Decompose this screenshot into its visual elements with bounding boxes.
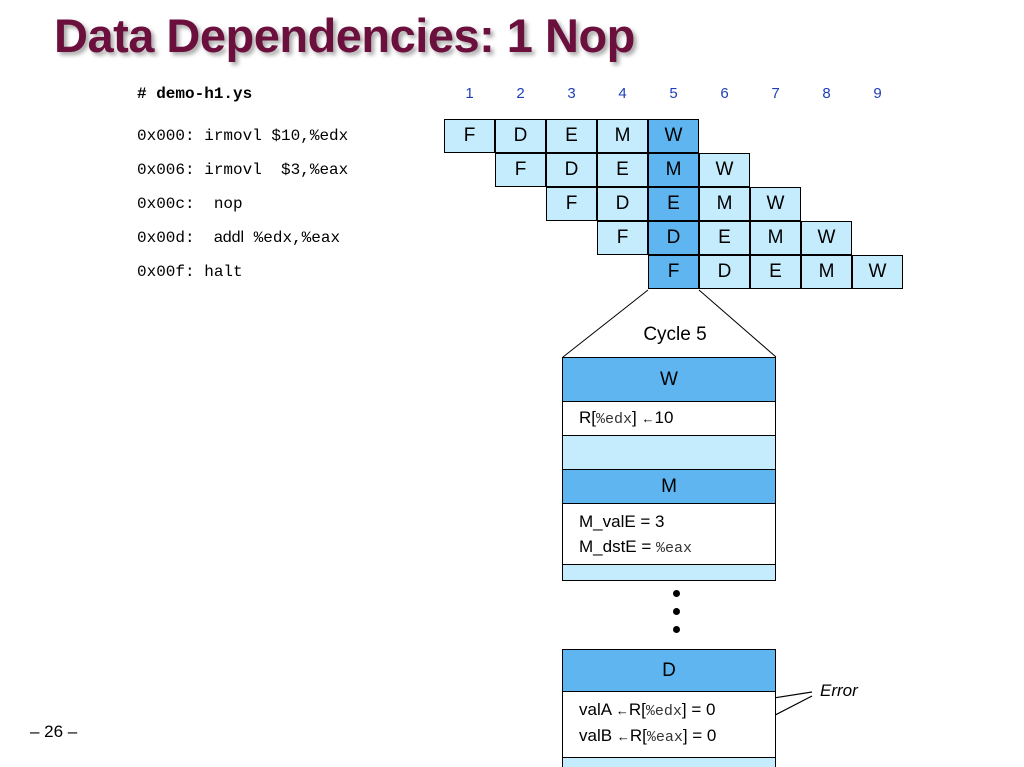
pipeline-cell-d: D <box>648 221 699 255</box>
d-stage-header: D <box>562 649 776 692</box>
pipeline-cell-e: E <box>699 221 750 255</box>
pipeline-cell-m: M <box>801 255 852 289</box>
pipeline-cell-w: W <box>852 255 903 289</box>
w-stage-header: W <box>562 357 776 402</box>
cycle-number-3: 3 <box>567 85 576 102</box>
pipeline-cell-d: D <box>495 119 546 153</box>
instruction-row: 0x00f: halt <box>137 263 243 281</box>
instruction-row: 0x00d: addl %edx,%eax <box>137 229 341 247</box>
instruction-row: 0x006: irmovl $3,%eax <box>137 161 349 179</box>
cycle-number-7: 7 <box>771 85 780 102</box>
m-vale-line: M_valE = 3 <box>579 512 665 531</box>
zoom-line-left <box>562 289 649 358</box>
m-stage-contents: M_valE = 3 M_dstE = %eax <box>562 503 776 565</box>
ellipsis-dot <box>673 608 680 615</box>
pipeline-cell-e: E <box>546 119 597 153</box>
pipeline-cell-f: F <box>546 187 597 221</box>
cycle-number-4: 4 <box>618 85 627 102</box>
ellipsis-dot <box>673 590 680 597</box>
pipeline-cell-f: F <box>444 119 495 153</box>
pipeline-cell-w: W <box>750 187 801 221</box>
pipeline-cell-m: M <box>699 187 750 221</box>
instruction-row: 0x00c: nop <box>137 195 243 213</box>
pipeline-cell-e: E <box>750 255 801 289</box>
m-stage-header: M <box>562 469 776 504</box>
zoom-line-right <box>698 289 777 358</box>
file-label: # demo-h1.ys <box>137 85 253 103</box>
pipeline-cell-w: W <box>648 119 699 153</box>
d-vala-line: valA ←R[%edx] = 0 <box>579 700 716 720</box>
d-valb-line: valB ←R[%eax] = 0 <box>579 726 717 746</box>
pipeline-cell-m: M <box>597 119 648 153</box>
pipeline-cell-d: D <box>699 255 750 289</box>
pipeline-cell-m: M <box>750 221 801 255</box>
cycle-number-6: 6 <box>720 85 729 102</box>
w-stage-spacer <box>562 435 776 470</box>
instruction-row: 0x000: irmovl $10,%edx <box>137 127 349 145</box>
cycle-number-2: 2 <box>516 85 525 102</box>
pipeline-cell-f: F <box>648 255 699 289</box>
pipeline-cell-d: D <box>546 153 597 187</box>
cycle-label: Cycle 5 <box>643 324 707 345</box>
w-stage-contents: R[%edx] ←10 <box>562 401 776 436</box>
cycle-number-1: 1 <box>465 85 474 102</box>
m-stage-footer <box>562 564 776 581</box>
pipeline-cell-f: F <box>597 221 648 255</box>
ellipsis-dot <box>673 626 680 633</box>
d-stage-footer <box>562 757 776 767</box>
m-dste-line: M_dstE = %eax <box>579 537 693 557</box>
cycle-number-8: 8 <box>822 85 831 102</box>
pipeline-cell-e: E <box>648 187 699 221</box>
pipeline-cell-m: M <box>648 153 699 187</box>
slide-title: Data Dependencies: 1 Nop <box>54 9 635 62</box>
error-label: Error <box>820 681 858 700</box>
pipeline-cell-f: F <box>495 153 546 187</box>
pipeline-cell-d: D <box>597 187 648 221</box>
pipeline-cell-w: W <box>801 221 852 255</box>
pipeline-cell-e: E <box>597 153 648 187</box>
w-register-write: R[%edx] ←10 <box>579 408 674 428</box>
cycle-number-9: 9 <box>873 85 882 102</box>
pipeline-cell-w: W <box>699 153 750 187</box>
d-stage-contents: valA ←R[%edx] = 0 valB ←R[%eax] = 0 <box>562 691 776 758</box>
cycle-number-5: 5 <box>669 85 678 102</box>
page-number: – 26 – <box>30 722 78 741</box>
